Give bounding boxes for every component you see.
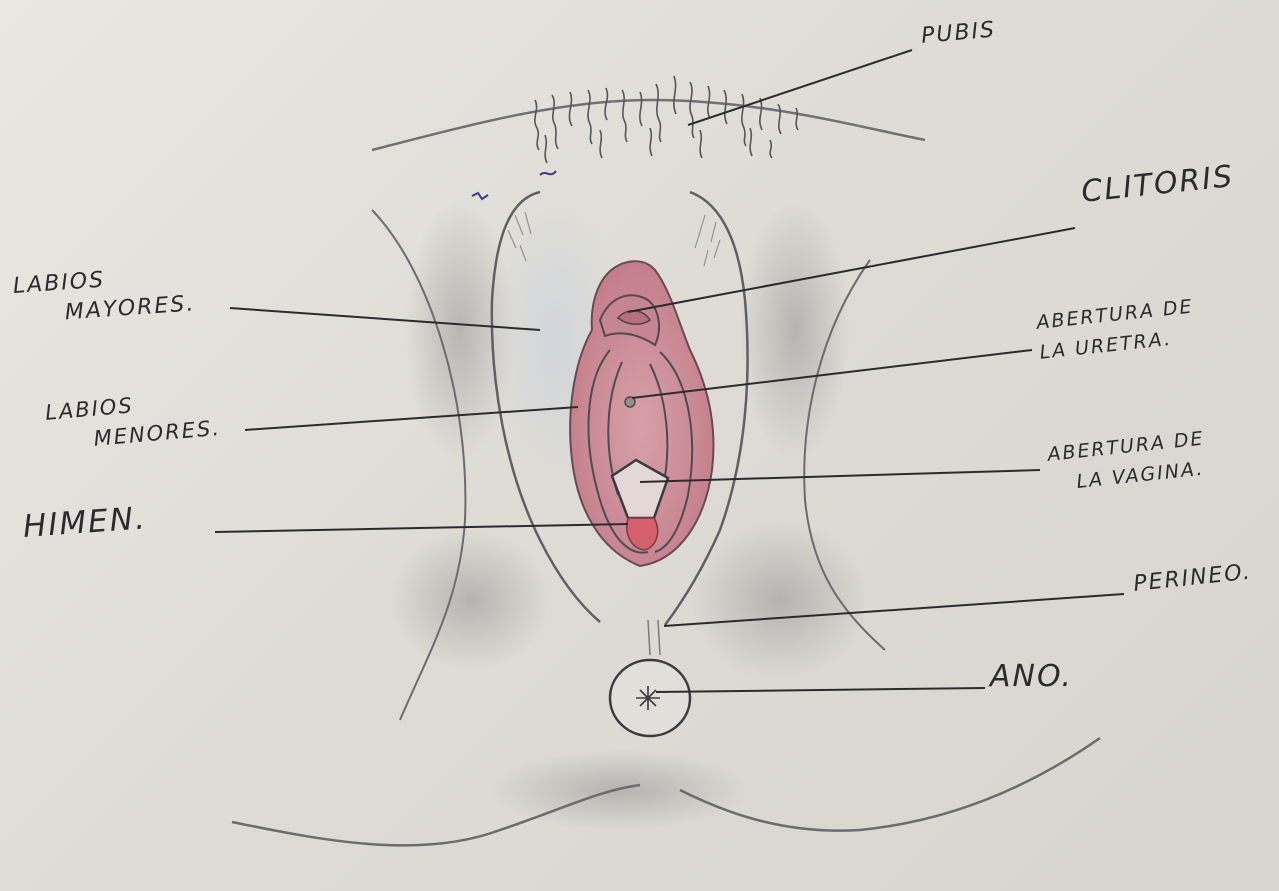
label-himen: HIMEN. xyxy=(22,503,148,542)
label-himen-text: HIMEN. xyxy=(22,503,148,542)
leader-himen xyxy=(215,524,628,532)
perineum xyxy=(648,620,660,655)
label-labios-mayores: LABIOS MAYORES. xyxy=(12,259,196,331)
anus xyxy=(610,660,690,736)
leader-ano xyxy=(656,688,985,692)
pubic-mound-outline xyxy=(372,100,925,150)
label-ano: ANO. xyxy=(990,662,1073,692)
pubic-hair xyxy=(535,76,798,163)
leader-clitoris xyxy=(628,228,1075,312)
label-ano-text: ANO. xyxy=(990,662,1073,692)
